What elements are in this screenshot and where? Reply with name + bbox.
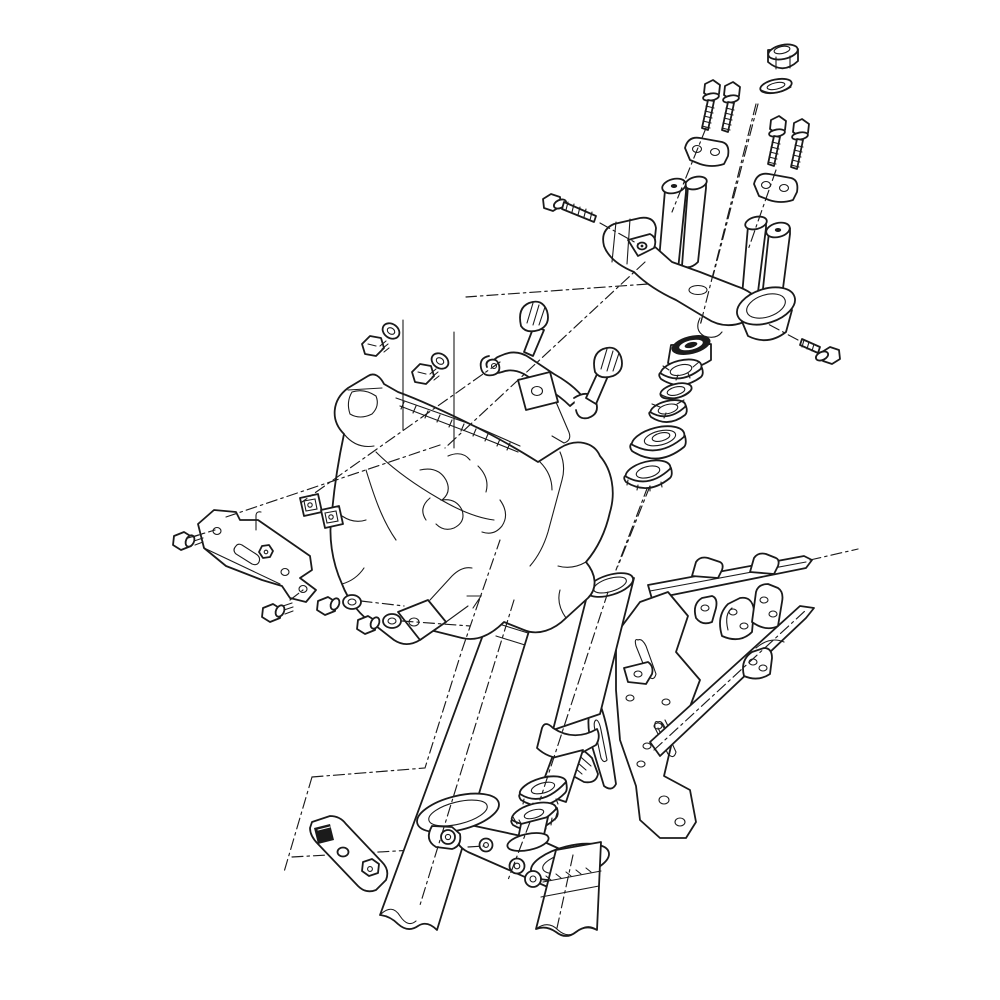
- link-bracket: [309, 815, 389, 893]
- steering-ring-nut: [658, 358, 704, 386]
- dust-seal: [518, 775, 568, 810]
- cowling-screw: [411, 331, 455, 449]
- fork-boss-ring: [736, 286, 796, 326]
- left-fork-tube: [379, 598, 535, 931]
- flange-bolt: [721, 81, 741, 133]
- cowling-screws: [361, 319, 455, 449]
- frame-front-section: [559, 552, 815, 839]
- lock-washer: [648, 399, 688, 423]
- screw-grommet: [381, 322, 401, 340]
- left-clamp-ring: [416, 792, 500, 834]
- triple-clamp-side-bolt: [542, 193, 597, 223]
- handlebar-upper-holders: [684, 136, 799, 203]
- steering-stem-nut: [767, 43, 799, 70]
- upper-bearing-seal: [623, 459, 673, 492]
- frame-side-plate: [615, 591, 701, 839]
- upper-triple-clamp: [542, 43, 841, 365]
- frame-bracket-tab: [623, 661, 654, 685]
- stay-rubber-caps: [519, 300, 623, 405]
- frame-wing: [587, 703, 617, 790]
- triple-clamp-pinch-bolt: [799, 338, 841, 365]
- frame-clamp-bracket: [693, 595, 718, 625]
- handlebar-holder-bolts: [701, 79, 810, 170]
- frame-horseshoe-bracket: [719, 596, 755, 641]
- flange-bolt: [767, 115, 787, 167]
- ring-nut-washer: [659, 382, 693, 400]
- plate-washer: [342, 594, 362, 610]
- plate-bolt: [316, 594, 362, 616]
- stay-eyelet: [479, 355, 501, 377]
- right-fork-leg: [535, 841, 602, 937]
- stay-post: [523, 325, 545, 357]
- construction-lines-top: [187, 103, 859, 929]
- frame-tab: [691, 556, 724, 579]
- cowling-screw: [361, 319, 404, 431]
- plate-bolt: [356, 613, 402, 635]
- headlight-stay: [479, 300, 623, 444]
- frame-tall-bracket: [751, 583, 784, 630]
- frame-down-spar: [649, 605, 815, 757]
- frame-tab: [749, 552, 780, 575]
- stem-nut-washer: [759, 77, 793, 95]
- screw-grommet: [430, 352, 450, 370]
- plate-bolts: [172, 531, 402, 635]
- stem-boss: [506, 832, 550, 852]
- flange-bolt: [790, 118, 810, 170]
- bearing-stack: [623, 335, 712, 492]
- flange-bolt: [701, 79, 721, 131]
- frame-top-rail: [647, 555, 813, 600]
- mounting-plate: [197, 509, 317, 603]
- plate-bolt: [261, 602, 294, 623]
- upper-steering-bearing: [629, 425, 687, 460]
- plate-washer: [382, 613, 402, 629]
